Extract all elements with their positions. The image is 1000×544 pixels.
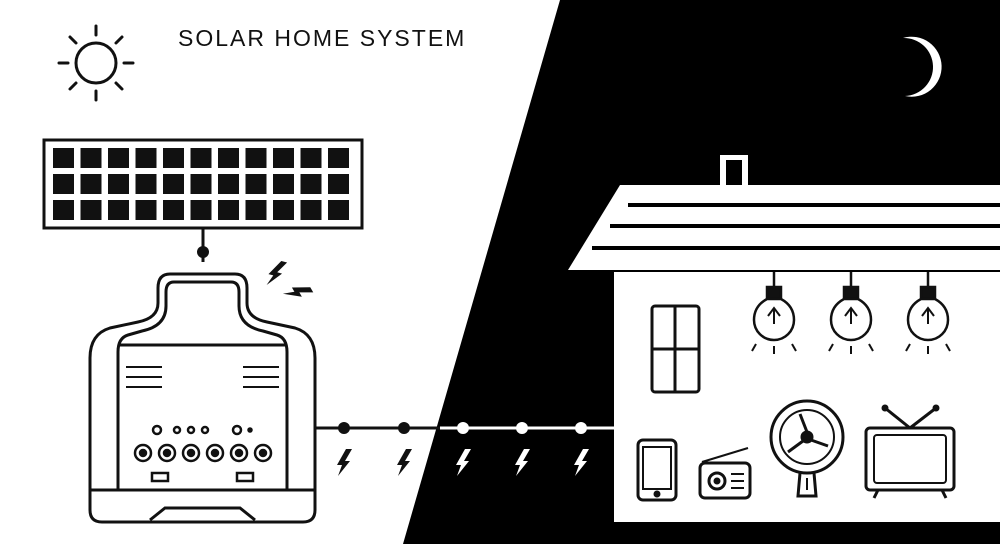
solar-cell: [108, 200, 129, 220]
panel-junction: [197, 246, 209, 258]
solar-cell: [328, 200, 349, 220]
page-title: SOLAR HOME SYSTEM: [178, 25, 466, 51]
solar-cell: [190, 148, 212, 168]
window-icon: [650, 304, 701, 394]
solar-cell: [245, 200, 267, 220]
electric-fan-icon: [769, 399, 845, 498]
solar-cell: [245, 148, 267, 168]
solar-cell: [135, 200, 157, 220]
solar-cell: [108, 174, 129, 194]
solar-cell: [300, 200, 322, 220]
solar-cell: [53, 200, 74, 220]
solar-cell: [80, 148, 102, 168]
line-node: [457, 422, 469, 434]
light-bulb-icon: [905, 272, 951, 354]
solar-cell: [80, 200, 102, 220]
solar-cell: [218, 148, 239, 168]
line-node: [516, 422, 528, 434]
solar-panel-icon: [42, 138, 364, 230]
solar-cell: [108, 148, 129, 168]
solar-cell: [80, 174, 102, 194]
solar-cell: [53, 148, 74, 168]
solar-cell: [273, 200, 294, 220]
solar-cell: [53, 174, 74, 194]
solar-cell: [135, 174, 157, 194]
solar-cell: [163, 200, 184, 220]
lightning-bolt-icon: [397, 449, 412, 476]
lightning-bolt-icon: [265, 258, 288, 289]
radio-icon: [698, 447, 752, 500]
solar-cell: [218, 174, 239, 194]
solar-cell: [163, 148, 184, 168]
solar-cell: [245, 174, 267, 194]
smartphone-icon: [636, 438, 678, 502]
line-node: [338, 422, 350, 434]
line-node: [575, 422, 587, 434]
lightning-bolt-icon: [337, 449, 352, 476]
solar-cell: [300, 174, 322, 194]
lightning-bolt-icon: [282, 279, 314, 306]
solar-cell: [273, 148, 294, 168]
sun-icon: [57, 24, 135, 102]
light-bulb-icon: [828, 272, 874, 354]
light-bulb-icon: [751, 272, 797, 354]
solar-cell: [190, 174, 212, 194]
line-node: [398, 422, 410, 434]
solar-cell: [163, 174, 184, 194]
solar-cell: [218, 200, 239, 220]
television-icon: [864, 404, 956, 499]
battery-ports: [133, 424, 273, 483]
battery-station-icon: [88, 272, 317, 524]
crescent-moon-icon: [903, 36, 942, 97]
solar-cell: [328, 148, 349, 168]
solar-cell: [135, 148, 157, 168]
solar-cell: [328, 174, 349, 194]
solar-cell: [273, 174, 294, 194]
solar-cell: [190, 200, 212, 220]
solar-cell: [300, 148, 322, 168]
